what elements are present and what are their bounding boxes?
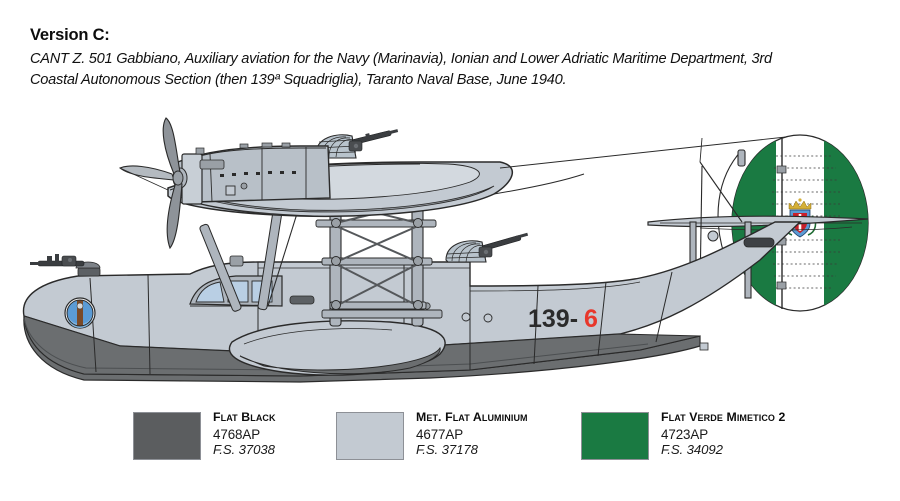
paint-fs-number: F.S. 37178 [416, 441, 478, 457]
paint-code: 4768AP [213, 426, 261, 442]
propeller-hub [172, 170, 184, 186]
wing-strut-structure [199, 197, 437, 327]
paint-code: 4723AP [661, 426, 709, 442]
stabilizing-float [228, 320, 446, 376]
paint-fs-number: F.S. 37038 [213, 441, 275, 457]
wing-root-details [289, 295, 493, 323]
paint-swatch [581, 412, 649, 460]
paint-name: Flat Black [213, 410, 276, 424]
paint-swatch [133, 412, 201, 460]
page-title: Version C: [30, 26, 110, 44]
propeller-blade-lower [166, 181, 183, 250]
fin-leading-edge [717, 149, 743, 261]
aircraft-caption: CANT Z. 501 Gabbiano, Auxiliary aviation… [30, 50, 772, 88]
legend-item-flat-verde-mimetico-2: Flat Verde Mimetico 2 4723AP F.S. 34092 [581, 410, 826, 473]
fuselage-code: 139- 6 [528, 305, 598, 333]
rear-gun-barrel [478, 232, 529, 258]
legend-item-flat-black: Flat Black 4768AP F.S. 37038 [133, 410, 336, 473]
paint-name: Flat Verde Mimetico 2 [661, 410, 786, 424]
rear-machine-gun-turret [445, 232, 529, 263]
nose-unit-insignia [64, 297, 96, 329]
paint-code: 4677AP [416, 426, 464, 442]
engine-exhaust-louvers [220, 171, 296, 177]
paint-name: Met. Flat Aluminium [416, 410, 528, 424]
legend-item-met-flat-aluminium: Met. Flat Aluminium 4677AP F.S. 37178 [336, 410, 581, 473]
propeller [118, 117, 184, 250]
antenna-wire [119, 136, 787, 191]
paint-color-legend: Flat Black 4768AP F.S. 37038 Met. Flat A… [133, 410, 863, 473]
dorsal-gun-barrel [348, 129, 399, 152]
header: Version C: CANT Z. 501 Gabbiano, Auxilia… [30, 26, 850, 90]
fuselage-code-prefix: 139- [528, 305, 578, 333]
engine-nacelle [172, 142, 331, 205]
nose-machine-gun-turret [30, 254, 101, 277]
paint-fs-number: F.S. 34092 [661, 441, 723, 457]
propeller-blade-upper [162, 117, 181, 175]
fuselage-fittings [423, 230, 775, 351]
aircraft-profile-illustration: 139- 6 [0, 110, 900, 400]
propeller-blade-fore [118, 165, 175, 181]
nose-gun-barrel [30, 254, 85, 267]
fuselage-code-suffix: 6 [584, 305, 598, 333]
strut-joints [331, 218, 423, 310]
paint-swatch [336, 412, 404, 460]
